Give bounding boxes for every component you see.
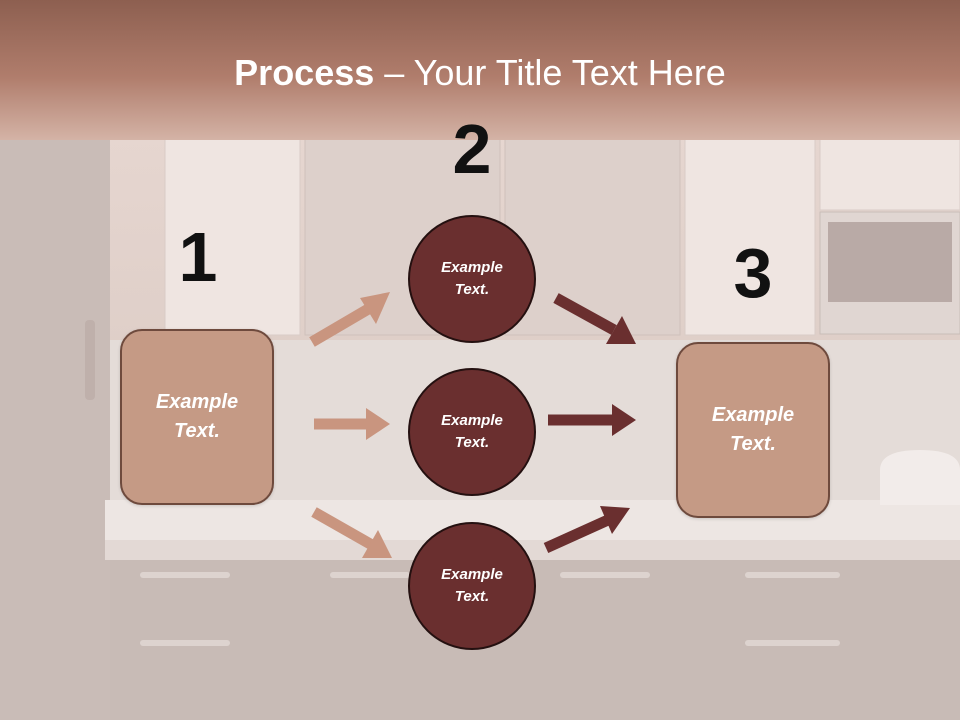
arrow-middle-to-3 [548,404,636,436]
slide-title: Process – Your Title Text Here [0,52,960,94]
arrow-top-to-3 [553,293,636,344]
step-number-2: 2 [452,110,492,188]
arrow-1-to-middle [314,408,390,440]
step-number-1: 1 [178,218,218,296]
title-bold: Process [234,52,375,93]
title-rest: – Your Title Text Here [374,52,726,93]
arrow-1-to-top [309,292,390,347]
arrow-1-to-bottom [311,507,392,558]
arrow-bottom-to-3 [543,506,630,554]
step-number-3: 3 [733,234,773,312]
